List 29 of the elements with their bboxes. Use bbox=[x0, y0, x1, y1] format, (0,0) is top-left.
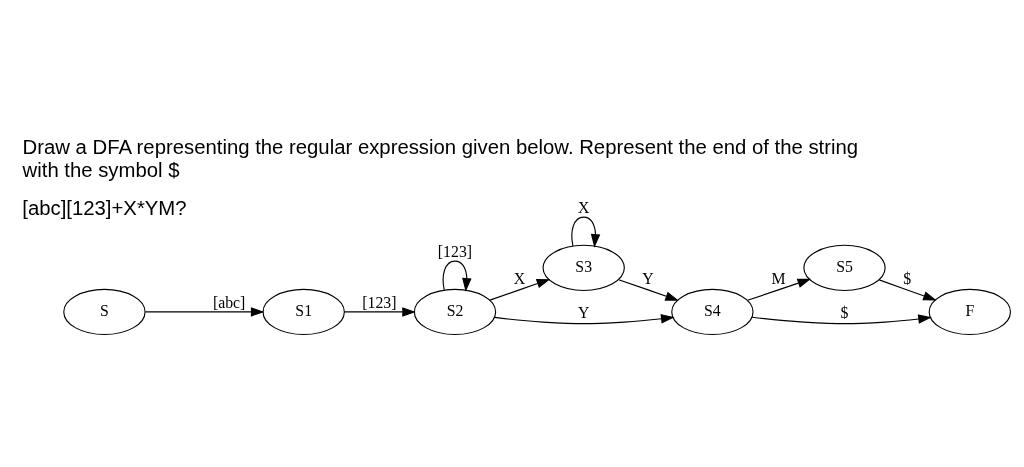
arrow bbox=[751, 313, 932, 324]
diagram-title: Draw a DFA representing the regular expression given below. Represent the end of the string with the symbol $ bbox=[22, 135, 859, 181]
arrow bbox=[442, 260, 472, 292]
arrow bbox=[618, 278, 679, 301]
arrow bbox=[747, 278, 812, 301]
edge-label: X bbox=[513, 269, 526, 287]
node-ellipse: S1 bbox=[262, 288, 345, 335]
edge-label: Y bbox=[577, 303, 590, 321]
node-ellipse: S3 bbox=[542, 244, 625, 291]
edge-label: $ bbox=[840, 303, 849, 321]
edge-label: M bbox=[771, 269, 786, 287]
arrow bbox=[343, 306, 416, 317]
arrow bbox=[494, 313, 675, 324]
node-ellipse: S4 bbox=[671, 288, 754, 335]
edge-label: X bbox=[577, 198, 590, 216]
arrow bbox=[571, 216, 601, 248]
node-ellipse: S5 bbox=[803, 244, 886, 291]
edge-label: $ bbox=[903, 269, 912, 287]
edge-label: [123] bbox=[437, 242, 473, 260]
arrow bbox=[489, 278, 551, 301]
edge-label: Y bbox=[642, 269, 654, 287]
node-ellipse: F bbox=[928, 288, 1012, 335]
node-ellipse: S2 bbox=[413, 288, 497, 335]
arrow bbox=[144, 306, 265, 317]
label: [abc][123]+X*YM? bbox=[22, 196, 187, 219]
edge-label: [123] bbox=[362, 293, 397, 311]
node-ellipse: S bbox=[63, 288, 146, 335]
arrow bbox=[878, 278, 937, 300]
edge-label: [abc] bbox=[212, 293, 246, 311]
